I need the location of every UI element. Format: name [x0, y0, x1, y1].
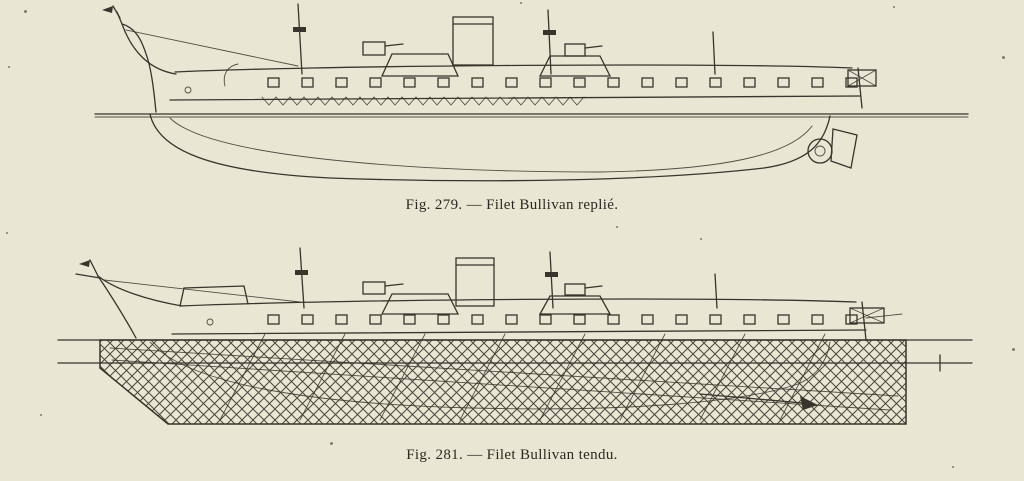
- waterline-and-survey-lines: [57, 339, 973, 372]
- superstructure: [362, 41, 612, 77]
- paper-speck: [40, 414, 42, 416]
- figure-279-caption: Fig. 279. — Filet Bullivan replié.: [405, 197, 619, 213]
- hull-upper-works: [169, 64, 861, 106]
- paper-speck: [1012, 348, 1015, 351]
- paper-speck: [952, 466, 954, 468]
- paper-speck: [330, 442, 333, 445]
- paper-speck: [6, 232, 8, 234]
- masts-and-funnel: [293, 3, 716, 75]
- ship-illustration-net-deployed-icon: [57, 247, 973, 425]
- paper-speck: [24, 10, 27, 13]
- paper-speck: [893, 6, 895, 8]
- paper-speck: [8, 66, 10, 68]
- stern: [849, 301, 903, 341]
- paper-speck: [520, 2, 522, 4]
- paper-speck: [700, 238, 702, 240]
- paper-speck: [616, 226, 618, 228]
- ship-illustration-net-folded-icon: [94, 3, 969, 182]
- torpedo-net: [99, 333, 907, 425]
- bow: [102, 5, 299, 113]
- figure-281-caption: Fig. 281. — Filet Bullivan tendu.: [406, 447, 618, 463]
- hull-upper-works: [171, 298, 867, 335]
- stern: [847, 67, 877, 109]
- superstructure: [362, 281, 612, 315]
- bow: [75, 259, 301, 339]
- paper-speck: [1002, 56, 1005, 59]
- masts-and-funnel: [295, 247, 718, 309]
- waterline-and-underwater-hull: [94, 113, 969, 182]
